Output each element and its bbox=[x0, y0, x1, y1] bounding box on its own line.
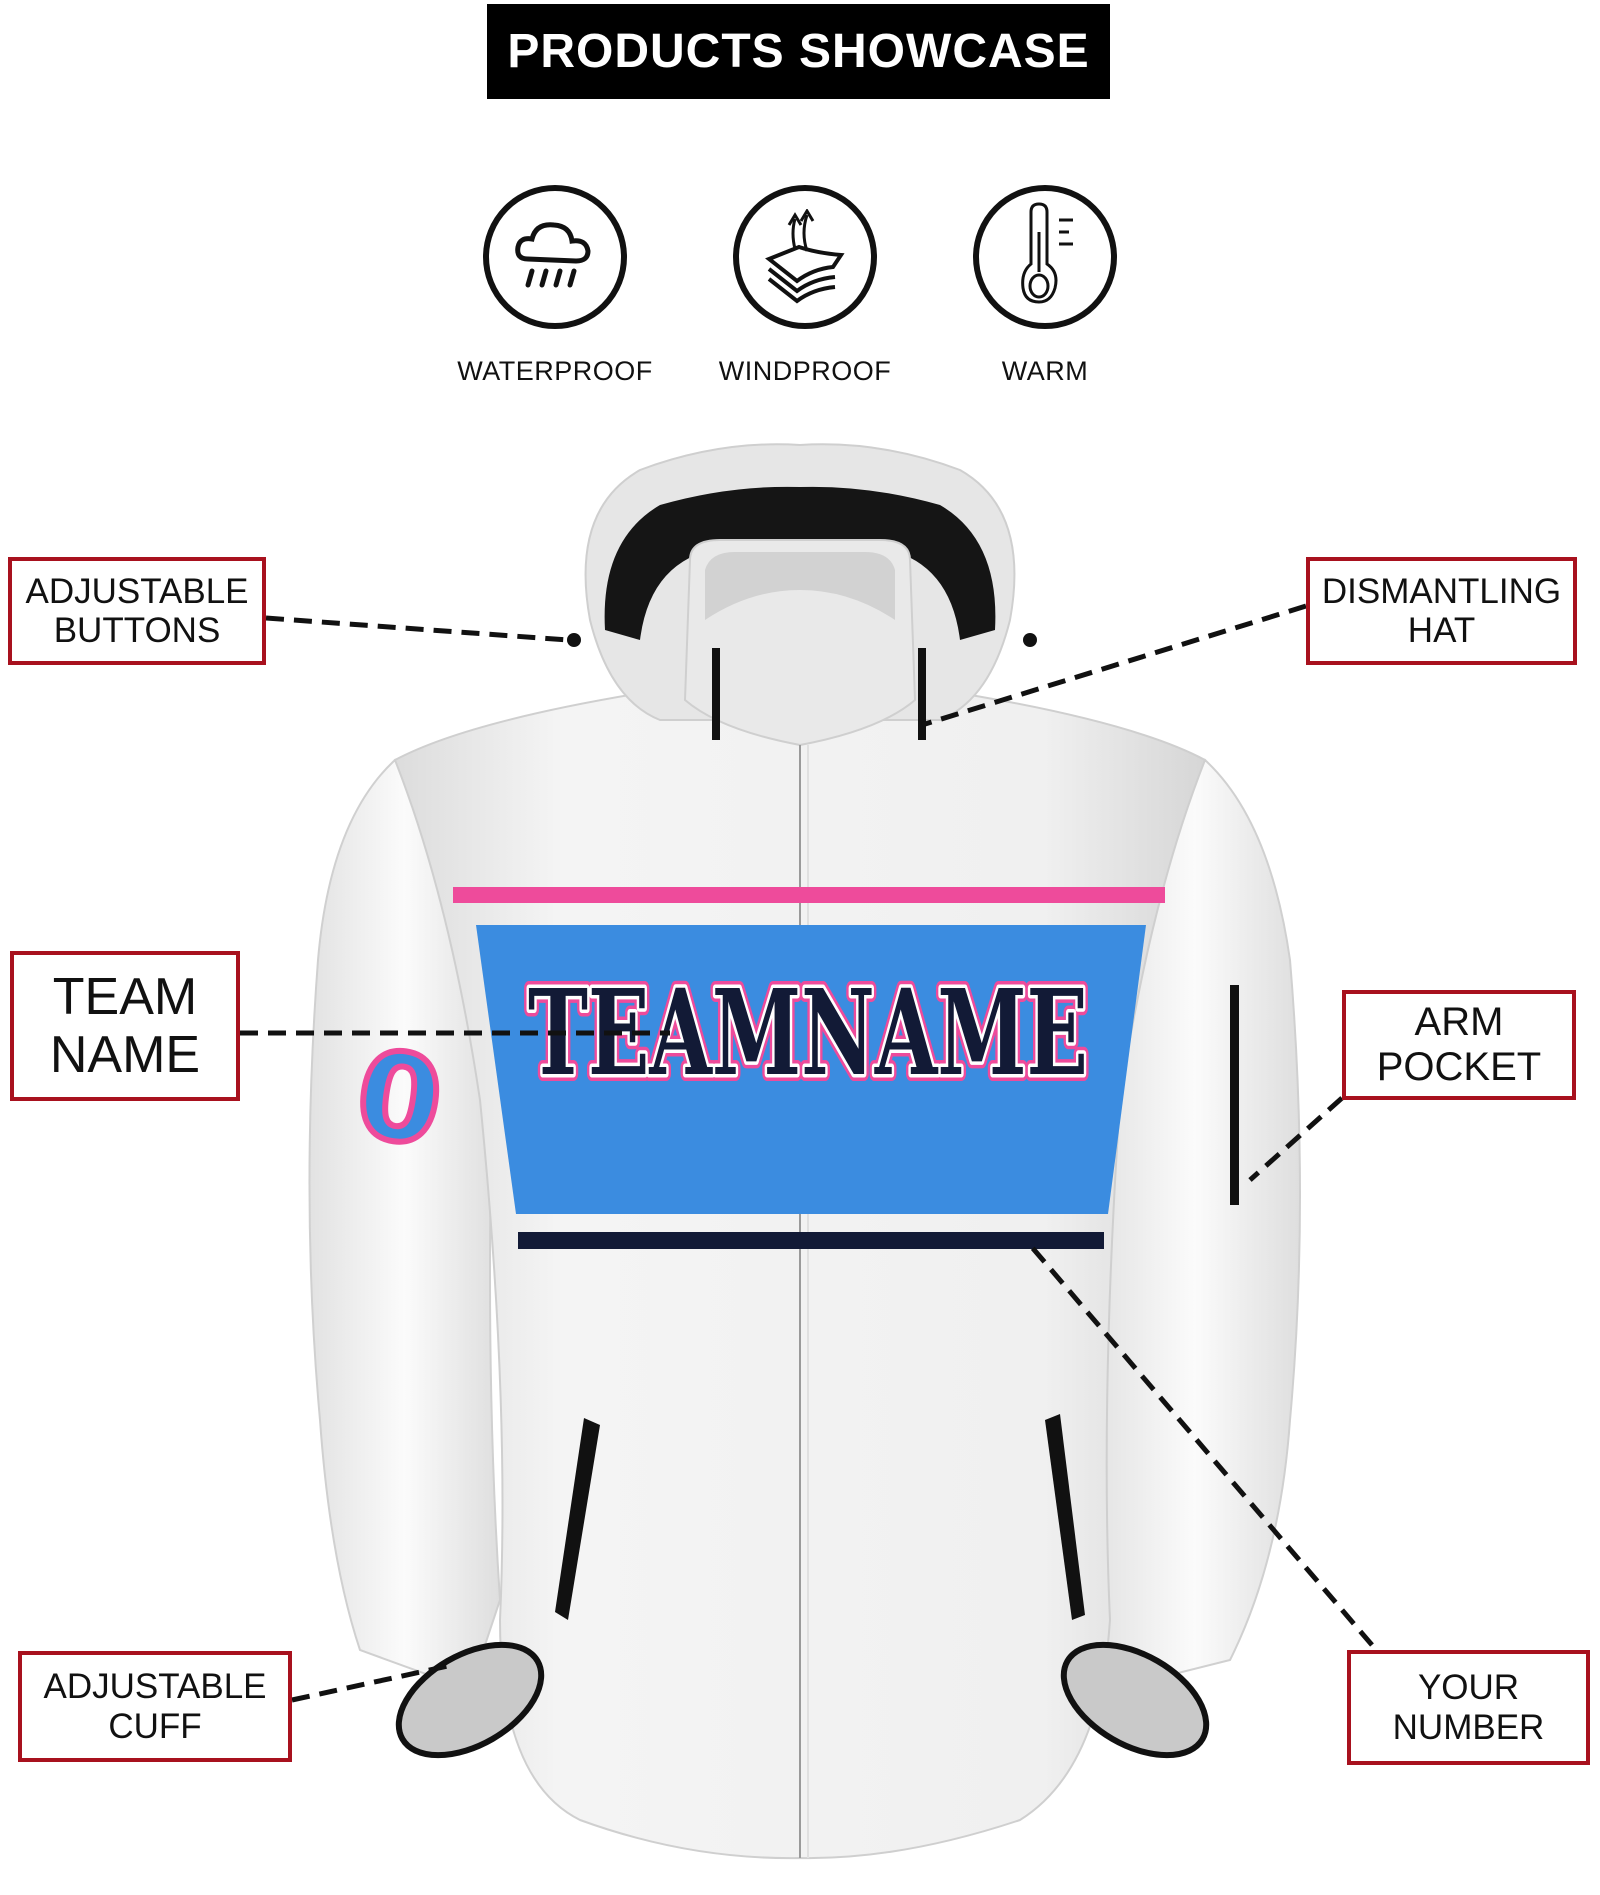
callout-text: POCKET bbox=[1376, 1045, 1542, 1089]
feature-label: WINDPROOF bbox=[718, 356, 892, 386]
feature-windproof: WINDPROOF bbox=[705, 185, 905, 387]
collar-zipper-right bbox=[918, 648, 926, 740]
arm-pocket-zipper bbox=[1230, 985, 1239, 1205]
toggle-button-left bbox=[567, 633, 581, 647]
feature-warm: WARM bbox=[945, 185, 1145, 387]
page-title: PRODUCTS SHOWCASE bbox=[507, 25, 1090, 78]
right-cuff bbox=[1060, 1641, 1210, 1759]
callout-text: CUFF bbox=[108, 1706, 202, 1746]
callout-text: TEAM bbox=[52, 967, 198, 1026]
pocket-zipper-left bbox=[555, 1418, 600, 1620]
callout-text: NUMBER bbox=[1392, 1707, 1545, 1747]
callout-your-number: YOUR NUMBER bbox=[1347, 1650, 1590, 1765]
callout-adjustable-buttons: ADJUSTABLE BUTTONS bbox=[8, 557, 266, 665]
toggle-button-right bbox=[1023, 633, 1037, 647]
collar-zipper-left bbox=[712, 648, 720, 740]
callout-text: YOUR bbox=[1417, 1668, 1520, 1708]
products-showcase-banner: PRODUCTS SHOWCASE bbox=[487, 4, 1110, 99]
feature-label: WARM bbox=[1001, 356, 1089, 386]
feature-label: WATERPROOF bbox=[457, 356, 653, 386]
callout-text: NAME bbox=[49, 1026, 201, 1084]
pocket-zipper-right bbox=[1045, 1414, 1085, 1620]
callout-team-name: TEAM NAME bbox=[10, 951, 240, 1101]
callout-text: BUTTONS bbox=[53, 611, 221, 650]
callout-adjustable-cuff: ADJUSTABLE CUFF bbox=[18, 1651, 292, 1762]
callout-text: ADJUSTABLE bbox=[43, 1667, 267, 1707]
callout-dismantling-hat: DISMANTLING HAT bbox=[1306, 557, 1577, 665]
thermometer-icon bbox=[973, 185, 1117, 329]
layered-fabric-wind-icon bbox=[733, 185, 877, 329]
callout-text: ADJUSTABLE bbox=[25, 571, 249, 611]
callout-text: HAT bbox=[1407, 611, 1476, 650]
left-cuff bbox=[395, 1641, 545, 1759]
navy-stripe bbox=[518, 1232, 1104, 1249]
rain-cloud-icon bbox=[483, 185, 627, 329]
feature-waterproof: WATERPROOF bbox=[455, 185, 655, 387]
pink-stripe bbox=[453, 887, 1165, 903]
callout-text: ARM bbox=[1414, 1000, 1504, 1045]
callout-arm-pocket: ARM POCKET bbox=[1342, 990, 1576, 1100]
blue-chest-panel bbox=[476, 925, 1146, 1214]
callout-text: DISMANTLING bbox=[1321, 571, 1562, 611]
